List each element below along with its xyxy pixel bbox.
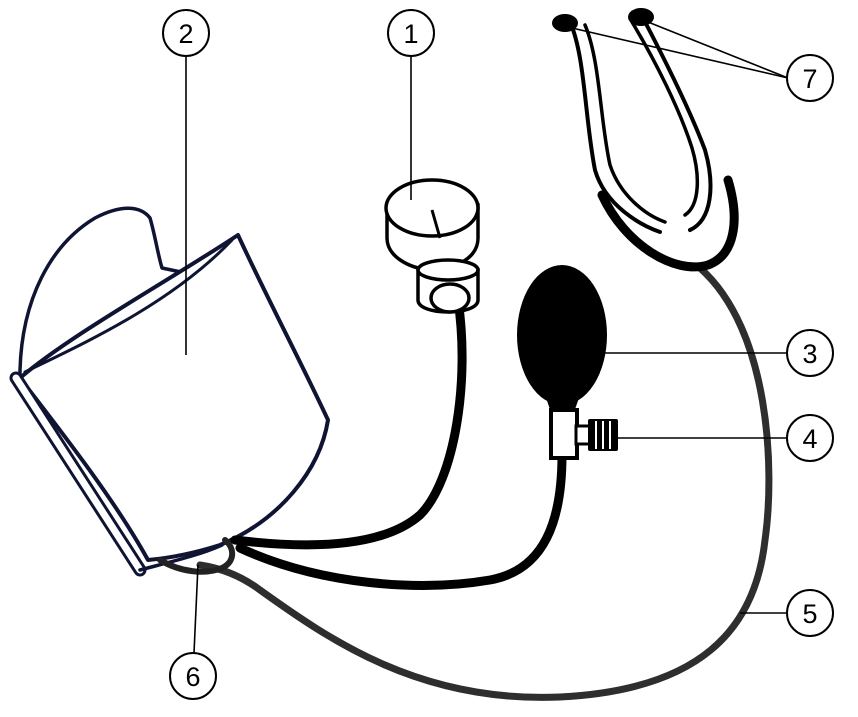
callout-7: 7	[787, 55, 833, 101]
headset-arm-left	[570, 22, 660, 232]
binaural-spring	[602, 180, 734, 267]
leader-line-6	[194, 565, 198, 653]
manometer	[386, 180, 478, 312]
callout-label-3: 3	[802, 339, 817, 369]
headset-arm-right	[643, 18, 710, 230]
callout-label-7: 7	[802, 64, 817, 94]
callout-label-4: 4	[802, 424, 817, 454]
valve-body	[551, 410, 577, 458]
bulb	[517, 265, 607, 405]
callout-label-2: 2	[178, 19, 193, 49]
callout-4: 4	[787, 415, 833, 461]
callout-label-5: 5	[802, 599, 817, 629]
callout-label-6: 6	[185, 662, 200, 692]
inflation-bulb	[517, 265, 618, 458]
callout-label-1: 1	[403, 19, 418, 49]
callout-2: 2	[163, 10, 209, 56]
valve-stem	[576, 426, 590, 444]
callout-6: 6	[170, 653, 216, 699]
manometer-face	[386, 180, 478, 236]
stethoscope-headset	[552, 8, 734, 267]
cuff	[16, 208, 328, 570]
callout-5: 5	[787, 590, 833, 636]
callout-1: 1	[388, 10, 434, 56]
callout-3: 3	[787, 330, 833, 376]
